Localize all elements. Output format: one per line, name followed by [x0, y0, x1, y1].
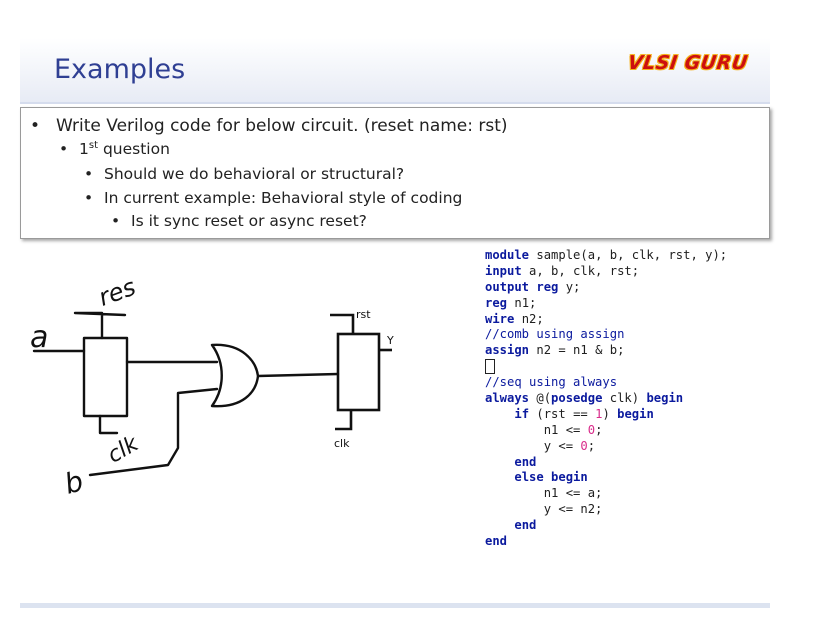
code-line: end: [514, 518, 537, 533]
text-cursor-box: [485, 359, 495, 375]
label-b: b: [61, 464, 87, 500]
verilog-code-block: module sample(a, b, clk, rst, y);input a…: [485, 248, 775, 608]
code-line: y <= 0;: [485, 438, 596, 453]
bullet-text: Should we do behavioral or structural?: [104, 165, 405, 183]
clk-wire-hand: [98, 414, 119, 435]
bullet-text: Is it sync reset or async reset?: [131, 212, 367, 230]
code-line: if (rst == 1) begin: [514, 406, 654, 421]
code-line: n1 <= a;: [485, 486, 603, 501]
label-clk: clk: [334, 437, 350, 450]
code-line: else begin: [514, 470, 588, 485]
bullet-text: question: [98, 140, 170, 159]
bullet-text: In current example: Behavioral style of …: [104, 189, 463, 207]
bullet-item-2: •1st question: [59, 140, 170, 159]
code-comment: //comb using assign: [485, 327, 625, 342]
gate-to-ff-wire: [256, 372, 340, 378]
clk-wire: [335, 410, 353, 431]
code-line: reg n1;: [485, 295, 537, 310]
label-y: Y: [386, 334, 394, 347]
code-line: output reg y;: [485, 279, 581, 294]
code-line-cursor: [485, 359, 775, 375]
bullet-item-5: •Is it sync reset or async reset?: [111, 212, 367, 230]
circuit-diagram: a b res clk rst Y clk: [30, 273, 394, 501]
code-line: wire n2;: [485, 311, 544, 326]
d-flipflop: [336, 332, 381, 412]
label-clk-hand: clk: [103, 431, 143, 469]
code-line: n1 <= 0;: [485, 422, 603, 437]
code-line: module sample(a, b, clk, rst, y);: [485, 248, 728, 262]
title-bar: Examples VLSI GURU: [20, 38, 770, 104]
hand-drawn-flipflop: [82, 336, 129, 418]
label-rst: rst: [356, 308, 371, 321]
code-line: input a, b, clk, rst;: [485, 263, 640, 278]
code-line: end: [485, 534, 508, 549]
slide-title: Examples: [54, 54, 186, 85]
bullet-list: •Write Verilog code for below circuit. (…: [20, 107, 770, 239]
bullet-text: Write Verilog code for below circuit. (r…: [56, 116, 508, 136]
footer-bar: [20, 603, 770, 608]
code-line: always @(posedge clk) begin: [485, 391, 684, 406]
label-a: a: [30, 320, 48, 355]
reset-wire: [73, 311, 127, 340]
code-comment: //seq using always: [485, 375, 618, 390]
vlsi-guru-logo: VLSI GURU: [626, 52, 750, 74]
bullet-item-1: •Write Verilog code for below circuit. (…: [30, 116, 508, 136]
code-line: end: [514, 454, 537, 469]
bullet-item-4: •In current example: Behavioral style of…: [84, 189, 463, 207]
ordinal-suffix: st: [88, 140, 99, 151]
bullet-text: 1: [79, 140, 89, 159]
code-line: assign n2 = n1 & b;: [485, 343, 625, 358]
rst-wire: [330, 313, 355, 334]
input-b-wire: [88, 387, 219, 477]
and-gate: [210, 343, 260, 408]
bullet-item-3: •Should we do behavioral or structural?: [84, 165, 405, 183]
label-res: res: [95, 273, 139, 312]
code-line: y <= n2;: [485, 502, 603, 517]
slide: Examples VLSI GURU •Write Verilog code f…: [20, 38, 770, 608]
